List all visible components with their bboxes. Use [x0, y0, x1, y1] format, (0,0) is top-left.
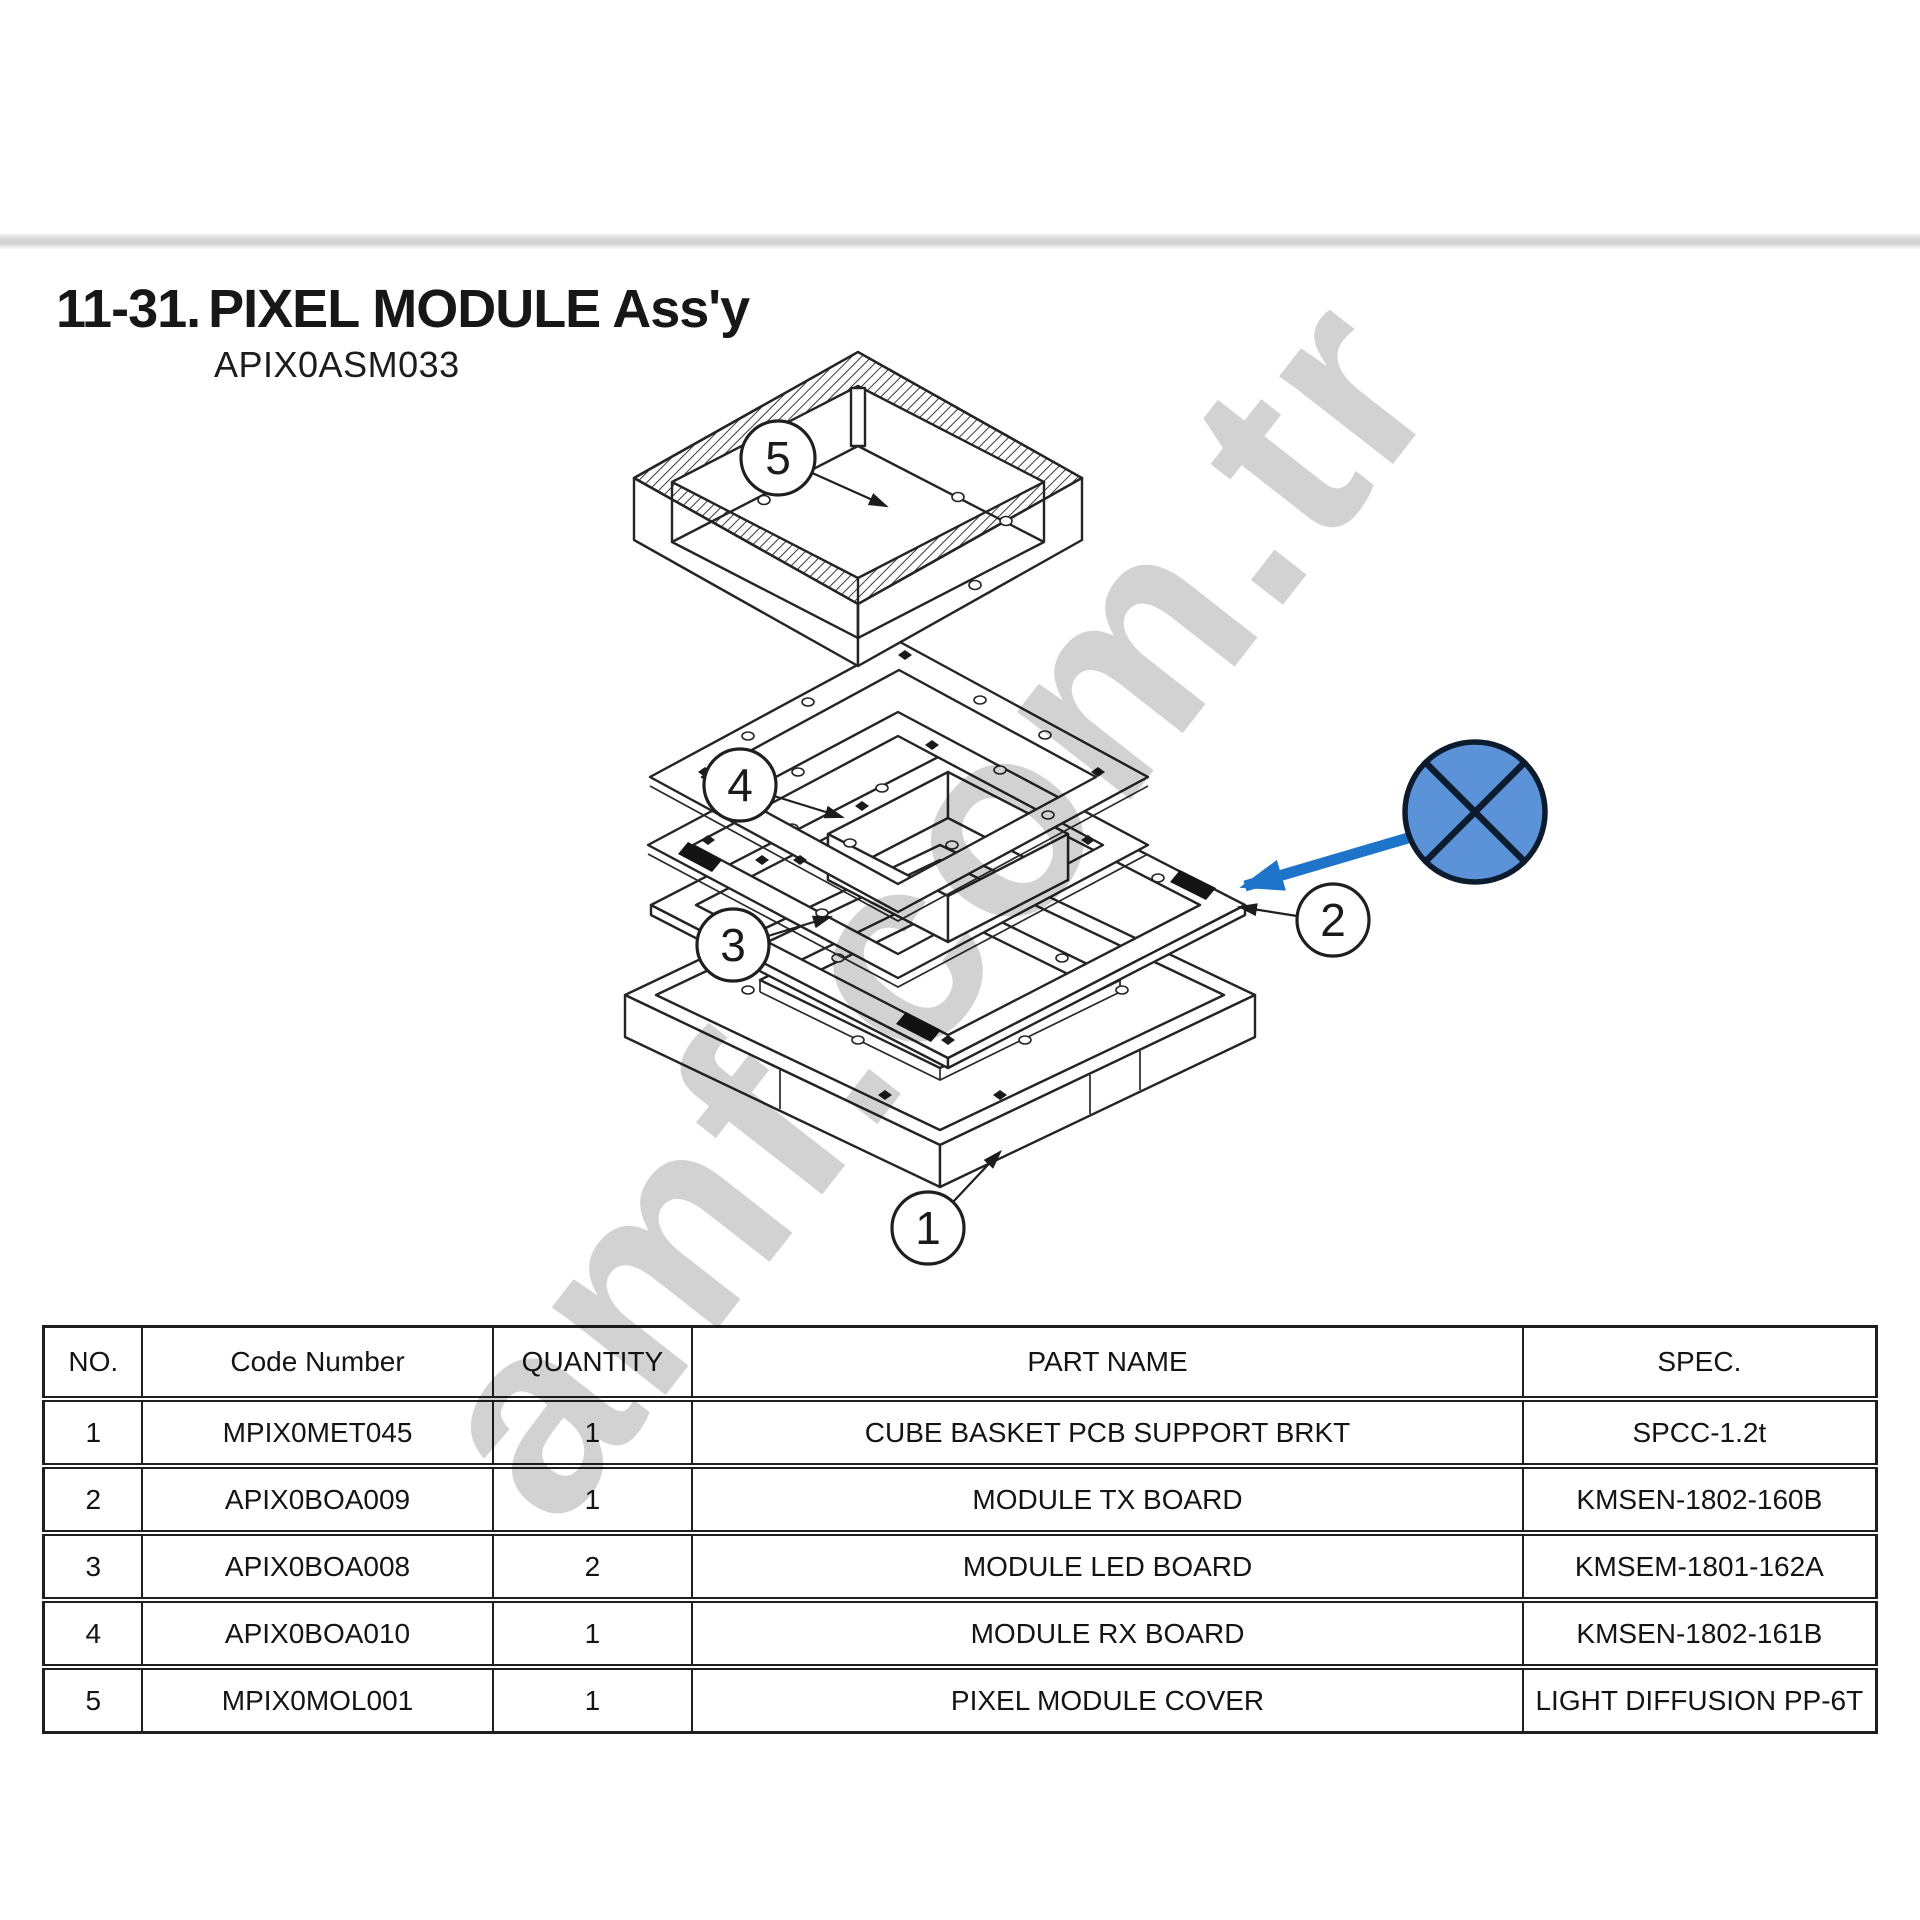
table-row: 3 APIX0BOA008 2 MODULE LED BOARD KMSEM-1… [42, 1530, 1877, 1600]
cell-no: 5 [42, 1664, 143, 1733]
cell-spec: KMSEM-1801-162A [1521, 1530, 1877, 1600]
parts-list-table: NO. Code Number QUANTITY PART NAME SPEC.… [42, 1325, 1878, 1734]
highlight-arrow [1239, 832, 1410, 892]
cell-qty: 1 [491, 1463, 693, 1533]
cell-code: MPIX0MET045 [141, 1396, 493, 1466]
callout-5-label: 5 [765, 432, 791, 484]
page-title: 11-31.PIXEL MODULE Ass'y [56, 278, 750, 340]
cell-no: 2 [42, 1463, 143, 1533]
callout-1-label: 1 [915, 1202, 941, 1254]
table-row: 4 APIX0BOA010 1 MODULE RX BOARD KMSEN-18… [42, 1597, 1877, 1667]
cell-part: MODULE LED BOARD [691, 1530, 1523, 1600]
cell-spec: KMSEN-1802-161B [1521, 1597, 1877, 1667]
title-text: PIXEL MODULE Ass'y [208, 279, 750, 339]
crossed-circle-marker-icon [1402, 739, 1548, 885]
callout-2-label: 2 [1320, 894, 1346, 946]
callout-3: 3 [695, 907, 833, 983]
cell-qty: 1 [491, 1597, 693, 1667]
cell-spec: SPCC-1.2t [1521, 1396, 1877, 1466]
callout-1-balloon [890, 1190, 966, 1266]
part-module-cover [632, 350, 1084, 668]
cell-no: 4 [42, 1597, 143, 1667]
cell-no: 3 [42, 1530, 143, 1600]
cell-no: 1 [42, 1396, 143, 1466]
cell-qty: 1 [491, 1396, 693, 1466]
page-edge-shadow [0, 234, 1920, 249]
callout-2: 2 [1237, 882, 1371, 958]
cell-qty: 1 [491, 1664, 693, 1733]
table-header-row: NO. Code Number QUANTITY PART NAME SPEC. [42, 1326, 1877, 1399]
cell-part: MODULE TX BOARD [691, 1463, 1523, 1533]
header-quantity: QUANTITY [491, 1326, 693, 1399]
table-row: 1 MPIX0MET045 1 CUBE BASKET PCB SUPPORT … [42, 1396, 1877, 1466]
cell-part: CUBE BASKET PCB SUPPORT BRKT [691, 1396, 1523, 1466]
cell-spec: LIGHT DIFFUSION PP-6T [1521, 1664, 1877, 1733]
cell-code: APIX0BOA010 [141, 1597, 493, 1667]
cell-part: PIXEL MODULE COVER [691, 1664, 1523, 1733]
header-spec: SPEC. [1521, 1326, 1877, 1399]
table-row: 5 MPIX0MOL001 1 PIXEL MODULE COVER LIGHT… [42, 1664, 1877, 1733]
cell-code: APIX0BOA008 [141, 1530, 493, 1600]
header-part-name: PART NAME [691, 1326, 1523, 1399]
cell-spec: KMSEN-1802-160B [1521, 1463, 1877, 1533]
callout-2-balloon [1295, 882, 1371, 958]
callout-4: 4 [702, 747, 845, 823]
section-number: 11-31. [56, 279, 201, 339]
callout-3-balloon [695, 907, 771, 983]
callout-4-label: 4 [727, 759, 753, 811]
cell-code: APIX0BOA009 [141, 1463, 493, 1533]
header-no: NO. [42, 1326, 143, 1399]
assembly-code: APIX0ASM033 [214, 344, 460, 385]
cell-part: MODULE RX BOARD [691, 1597, 1523, 1667]
cell-code: MPIX0MOL001 [141, 1664, 493, 1733]
callout-1: 1 [890, 1149, 1003, 1266]
header-code-number: Code Number [141, 1326, 493, 1399]
callout-3-label: 3 [720, 919, 746, 971]
table-row: 2 APIX0BOA009 1 MODULE TX BOARD KMSEN-18… [42, 1463, 1877, 1533]
callout-5: 5 [739, 419, 889, 508]
cell-qty: 2 [491, 1530, 693, 1600]
callout-5-balloon [739, 419, 817, 497]
callout-4-balloon [702, 747, 778, 823]
